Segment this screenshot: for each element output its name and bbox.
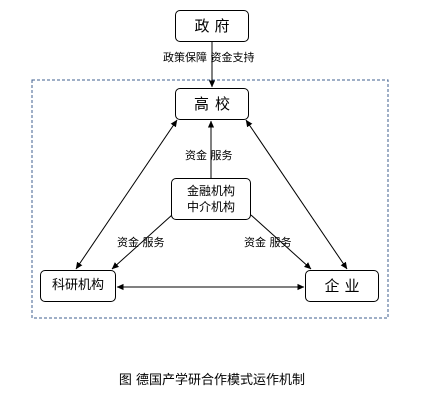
edge-university-research — [75, 119, 178, 270]
system-boundary — [31, 79, 389, 319]
node-enterprise: 企业 — [305, 270, 379, 302]
node-university: 高校 — [175, 88, 249, 120]
node-financial-intermediary: 金融机构 中介机构 — [171, 178, 251, 220]
node-government: 政府 — [175, 10, 249, 42]
edge-label-policy: 政策保障 资金支持 — [163, 51, 255, 64]
node-financial-line1: 金融机构 — [186, 184, 235, 198]
node-research-institute: 科研机构 — [40, 270, 116, 302]
edge-university-enterprise — [245, 119, 348, 270]
node-financial-line2: 中介机构 — [186, 200, 235, 214]
edge-label-finance-enterprise: 资金 服务 — [244, 236, 292, 249]
figure-caption: 图 德国产学研合作模式运作机制 — [118, 373, 306, 388]
edge-label-finance-university: 资金 服务 — [185, 149, 233, 162]
edge-label-finance-research: 资金 服务 — [117, 236, 165, 249]
